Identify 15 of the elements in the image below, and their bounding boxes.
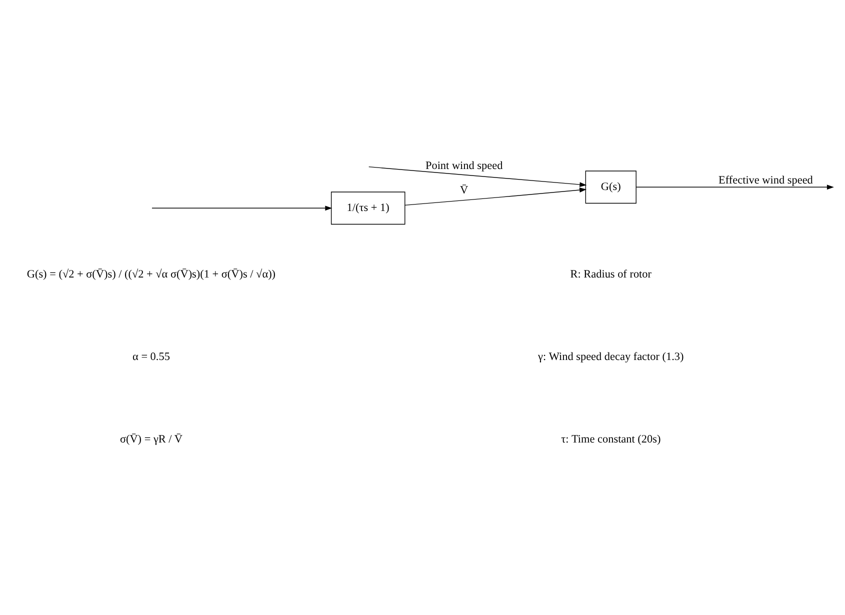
arrow (151, 205, 332, 210)
arrow (635, 184, 834, 190)
label: R: Radius of rotor (570, 268, 651, 280)
node-box: 1/(τs + 1) (330, 191, 405, 224)
edge-label: Effective wind speed (718, 174, 812, 186)
arrow (404, 187, 586, 206)
label: α = 0.55 (132, 350, 170, 363)
label: G(s) = (√2 + σ(V̄)s) / ((√2 + √α σ(V̄)s)(1 + σ(V̄)s / √α)) (26, 268, 276, 280)
arrow (368, 166, 586, 187)
edge-label: Point wind speed (424, 159, 502, 172)
label: σ(V̄) = γR / V̄ (119, 433, 182, 446)
edge-label: V̄ (460, 184, 468, 196)
node-box: G(s) (584, 170, 636, 204)
label: τ: Time constant (20s) (560, 433, 660, 446)
label: γ: Wind speed decay factor (1.3) (538, 350, 684, 363)
